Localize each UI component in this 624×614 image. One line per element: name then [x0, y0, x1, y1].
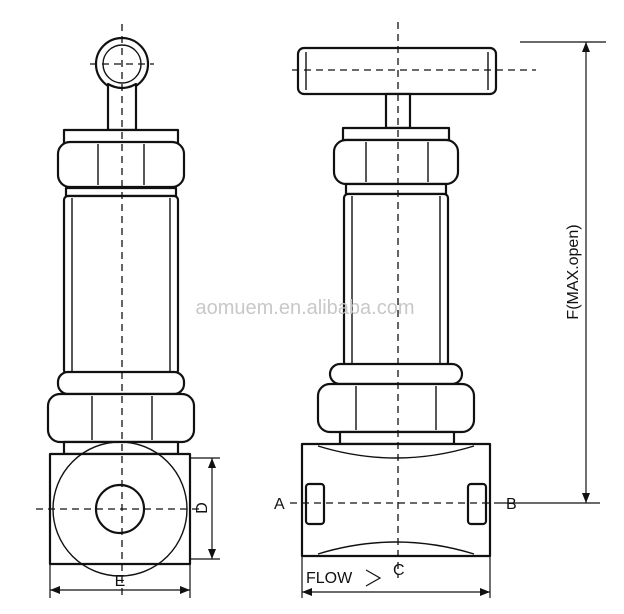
- flow-annotation: A B C FLOW: [274, 496, 600, 587]
- label-flow: FLOW: [306, 570, 353, 587]
- label-e: E: [115, 573, 126, 590]
- right-bonnet-cap: [341, 126, 451, 142]
- label-b: B: [506, 496, 517, 513]
- left-body-tube: [62, 194, 180, 376]
- right-nut-washer: [344, 182, 448, 196]
- port-b: [466, 482, 488, 526]
- left-view: [36, 24, 200, 596]
- dimension-f: F(MAX.open): [520, 41, 606, 503]
- left-lower-ring: [56, 370, 186, 396]
- left-stem: [106, 82, 138, 132]
- label-f: F(MAX.open): [565, 224, 582, 319]
- label-a: A: [274, 496, 285, 513]
- watermark: aomuem.en.alibaba.com: [195, 297, 414, 319]
- label-d: D: [194, 502, 211, 514]
- dimension-e: E: [49, 564, 191, 598]
- left-lower-hex-nut: [46, 392, 196, 444]
- right-upper-hex-nut: [332, 138, 460, 186]
- flow-arrow-icon: [365, 569, 382, 587]
- right-body-block: [300, 442, 492, 558]
- left-neck: [62, 440, 180, 456]
- left-upper-hex-nut: [56, 140, 186, 189]
- right-neck: [338, 430, 456, 446]
- right-body-tube: [342, 192, 450, 368]
- right-view: [290, 22, 536, 578]
- label-c: C: [393, 562, 405, 579]
- t-handle-bar: [296, 46, 498, 96]
- dimension-d: D: [190, 457, 220, 560]
- port-a: [304, 482, 326, 526]
- right-lower-ring: [328, 362, 464, 386]
- right-lower-hex-nut: [316, 382, 476, 434]
- left-nut-washer-body: [64, 186, 178, 198]
- dimension-body-width: [301, 556, 491, 598]
